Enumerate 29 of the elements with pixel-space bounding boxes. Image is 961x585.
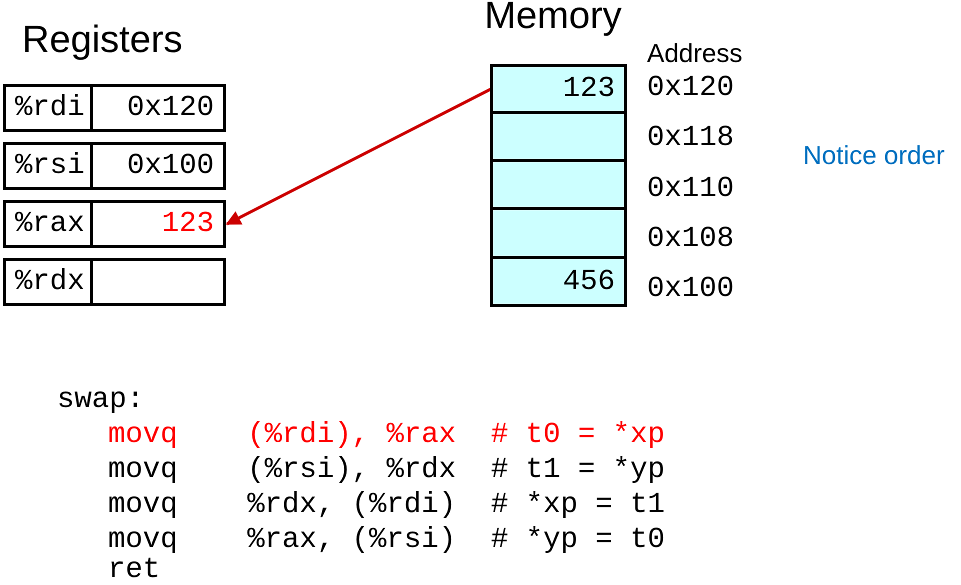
memory-cell [490,159,627,210]
register-value-cell: 0x120 [90,84,226,132]
code-line: movq %rdx, (%rdi) # *xp = t1 [108,489,665,521]
memory-cell: 456 [490,256,627,307]
address-label: 0x108 [647,223,734,255]
register-value-cell: 123 [90,200,226,248]
register-name-cell: %rdi [3,84,90,132]
register-name-cell: %rax [3,200,90,248]
code-line: movq (%rdi), %rax # t0 = *xp [108,419,665,451]
memory-cell [490,111,627,162]
address-label: 0x100 [647,273,734,305]
note: Notice order [803,141,945,170]
register-name-cell: %rsi [3,142,90,190]
heading: Memory [484,0,622,38]
heading: Registers [22,20,182,62]
code-line: swap: [57,384,144,416]
register-value-cell [90,258,226,306]
memory-cell: 123 [490,64,627,114]
column-heading: Address [647,39,742,68]
code-line: movq (%rsi), %rdx # t1 = *yp [108,454,665,486]
arrow [226,88,492,226]
code-line: movq %rax, (%rsi) # *yp = t0 [108,524,665,556]
address-label: 0x118 [647,122,734,154]
memory-cell [490,207,627,259]
code-line: ret [108,555,160,584]
address-label: 0x110 [647,173,734,205]
address-label: 0x120 [647,72,734,104]
register-name-cell: %rdx [3,258,90,306]
register-value-cell: 0x100 [90,142,226,190]
